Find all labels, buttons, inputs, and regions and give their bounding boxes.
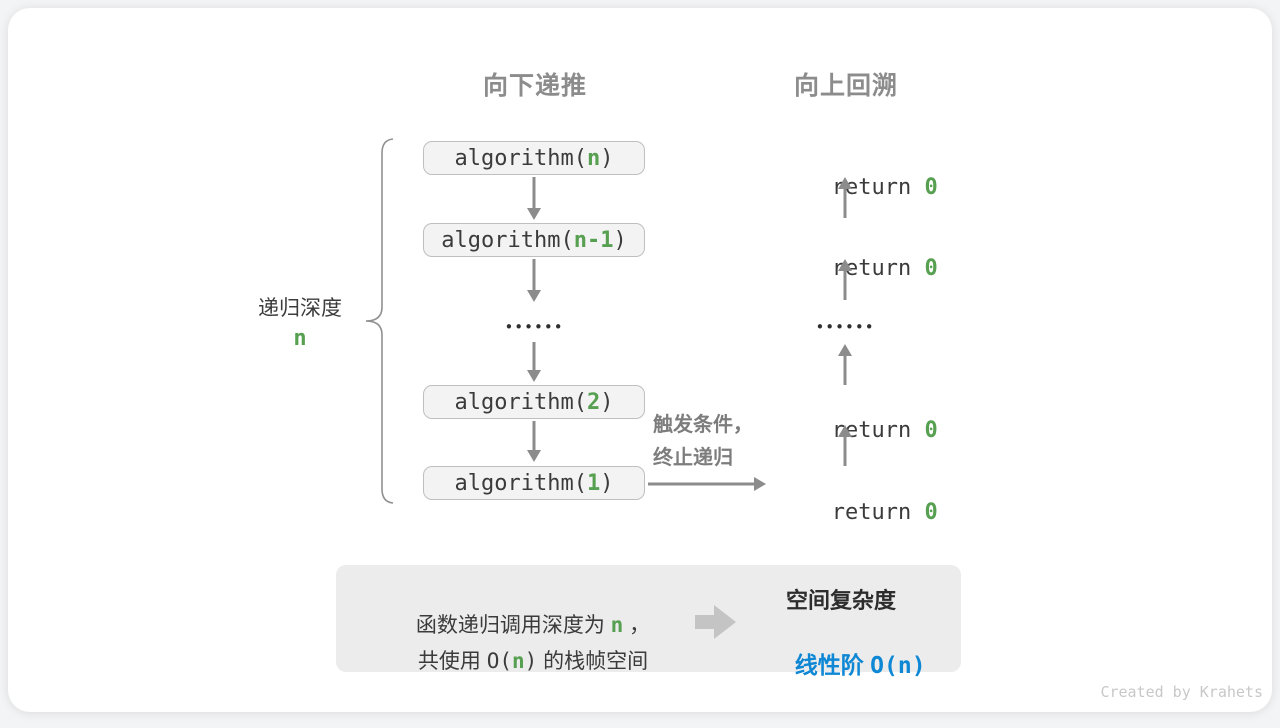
return-value: 0 <box>924 418 938 443</box>
code-arg: n-1 <box>573 227 614 253</box>
algorithm-call-box-n: algorithm(n) <box>423 141 645 175</box>
summary-line-2: 共使用 O(n) 的栈帧空间 <box>348 621 683 699</box>
algorithm-call-box-2: algorithm(2) <box>423 385 645 419</box>
summary-var: n <box>512 649 525 673</box>
arrow-down-1-head <box>527 208 541 220</box>
termination-line1: 触发条件， <box>653 414 753 436</box>
termination-line2: 终止递归 <box>653 447 733 469</box>
return-statement-2: return 0 <box>745 224 945 281</box>
algorithm-call-box-1: algorithm(1) <box>423 466 645 500</box>
termination-annotation: 触发条件， 终止递归 <box>653 409 793 475</box>
summary-text: 函数递归调用深度为 <box>415 614 611 637</box>
code-text: ) <box>600 389 614 415</box>
code-text: ) <box>600 145 614 171</box>
return-statement-4: return 0 <box>745 468 945 525</box>
big-o-open: O( <box>486 649 512 673</box>
arrow-down-3-head <box>527 370 541 382</box>
summary-punct: ， <box>623 614 651 637</box>
summary-var: n <box>610 613 624 637</box>
code-text: ) <box>613 227 627 253</box>
implies-arrow-icon <box>695 605 736 639</box>
summary-panel <box>336 565 961 672</box>
code-arg: 2 <box>586 389 601 415</box>
arrow-down-2-head <box>527 290 541 302</box>
code-text: algorithm( <box>454 470 587 496</box>
diagram-card: 向下递推 向上回溯 递归深度 n algorithm(n) algorithm(… <box>8 8 1272 712</box>
ellipsis-downward: •••••• <box>504 318 564 336</box>
return-keyword: return <box>831 500 925 525</box>
return-keyword: return <box>831 175 925 200</box>
algorithm-call-box-n-1: algorithm(n-1) <box>423 223 645 257</box>
return-value: 0 <box>924 500 938 525</box>
arrow-down-4-head <box>527 450 541 462</box>
return-statement-1: return 0 <box>745 143 945 200</box>
code-text: algorithm( <box>441 227 574 253</box>
header-upward-backtrack: 向上回溯 <box>793 72 898 100</box>
return-keyword: return <box>831 256 925 281</box>
summary-text: 的栈帧空间 <box>537 650 649 673</box>
return-value: 0 <box>924 175 938 200</box>
arrow-up-3-head <box>838 344 852 356</box>
code-text: algorithm( <box>454 389 587 415</box>
ellipsis-upward: •••••• <box>815 318 875 336</box>
return-keyword: return <box>831 418 925 443</box>
summary-line-1: 函数递归调用深度为 n ， <box>348 585 683 663</box>
return-value: 0 <box>924 256 938 281</box>
watermark-credit: Created by Krahets <box>1100 683 1263 701</box>
depth-brace <box>365 138 394 504</box>
result-value: 线性阶 O(n) <box>736 619 946 707</box>
recursion-depth-var: n <box>293 326 307 351</box>
code-text: algorithm( <box>454 145 587 171</box>
big-o-close: ) <box>524 649 538 673</box>
result-label: 线性阶 <box>794 652 871 678</box>
code-arg: 1 <box>586 470 601 496</box>
code-text: ) <box>600 470 614 496</box>
result-big-o: O(n) <box>870 653 926 679</box>
code-arg: n <box>586 145 601 171</box>
summary-text: 共使用 <box>417 650 487 673</box>
recursion-depth-label: 递归深度 <box>258 297 342 320</box>
header-downward-recursion: 向下递推 <box>482 72 587 100</box>
result-title: 空间复杂度 <box>785 588 896 613</box>
